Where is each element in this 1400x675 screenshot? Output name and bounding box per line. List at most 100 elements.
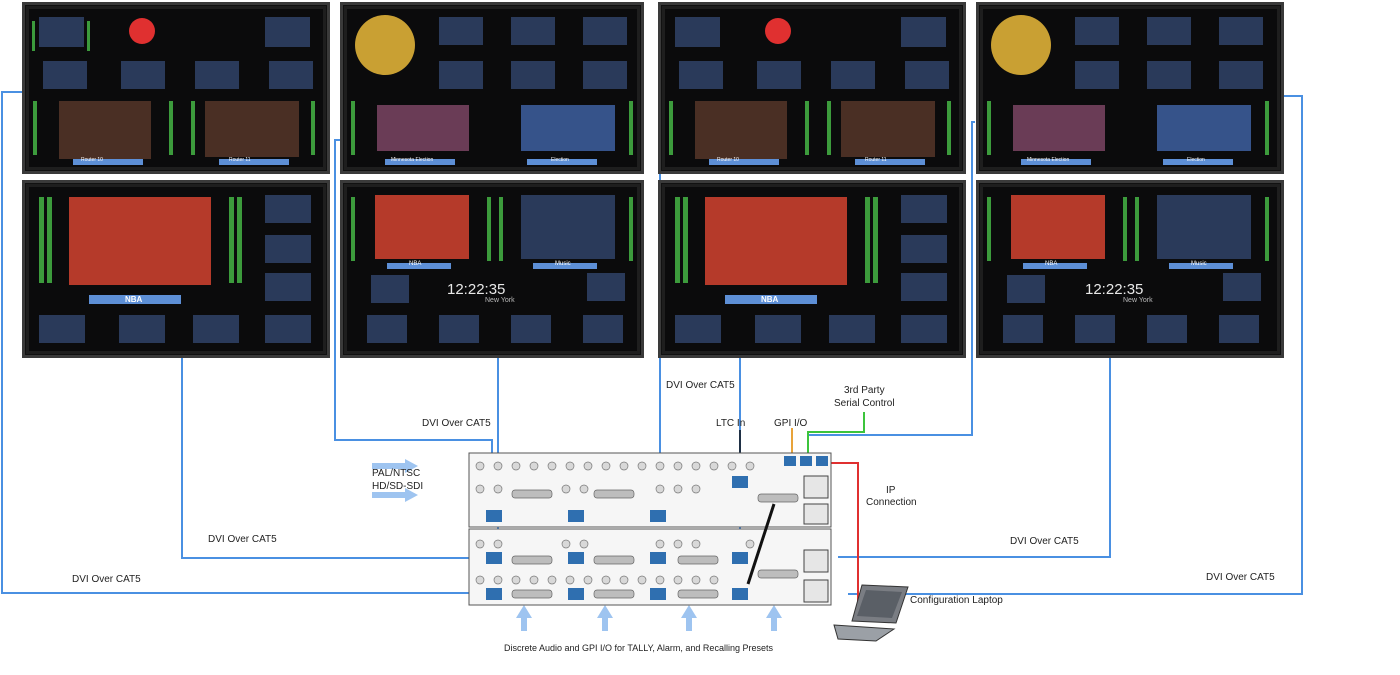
power-inlet [803, 549, 829, 573]
db-connector [593, 489, 635, 499]
db-connector [511, 555, 553, 565]
ltc-in-label: LTC In [716, 418, 746, 429]
monitor-8-tile-label-2: Music [1191, 261, 1207, 267]
ip-line1: IP [886, 485, 896, 496]
monitor-7-wall [675, 195, 947, 343]
dvi-cable-m1 [1, 91, 490, 594]
serial-cable [807, 412, 865, 456]
configuration-laptop [833, 584, 909, 642]
monitor-7-tile-label-1: NBA [761, 295, 779, 304]
db-connector [757, 569, 799, 579]
monitor-6-tile-label-1: NBA [409, 261, 422, 267]
db-connector [677, 555, 719, 565]
monitor-1-tile-label-2: Router 11 [229, 157, 251, 163]
rj45-port [568, 552, 584, 564]
rj45-port [800, 456, 812, 466]
rj45-port [568, 510, 584, 522]
monitor-1-screen: Router 10 Router 11 [29, 9, 323, 167]
dvi-cable-m5 [181, 352, 492, 559]
dvi-cable-m8 [838, 352, 1111, 558]
dvi-label-top: DVI Over CAT5 [422, 418, 491, 429]
monitor-7: NBA [658, 180, 966, 358]
monitor-6-clock: 12:22:35 [447, 281, 506, 298]
monitor-1-tile-label-1: Router 10 [81, 157, 103, 163]
db-connector [511, 589, 553, 599]
dvi-label-center: DVI Over CAT5 [666, 380, 735, 391]
dvi-cable-m4-right [848, 95, 1303, 595]
rj45-port [816, 456, 828, 466]
monitor-4: Minnesota Election Election [976, 2, 1284, 174]
laptop-display [857, 590, 902, 618]
monitor-3: Router 10 Router 11 [658, 2, 966, 174]
monitor-2-screen: Minnesota Election Election [347, 9, 637, 167]
rj45-port [486, 588, 502, 600]
monitor-5-tile-label-1: NBA [125, 295, 143, 304]
dvi-label-right: DVI Over CAT5 [1010, 536, 1079, 547]
audio-arrow-2 [597, 605, 613, 631]
rj45-port [732, 588, 748, 600]
dvi-label-bottom-right: DVI Over CAT5 [1206, 572, 1275, 583]
input-formats-line1: PAL/NTSC [372, 468, 421, 479]
input-arrow-1 [372, 459, 418, 473]
rj45-port [650, 588, 666, 600]
monitor-8: NBA Music 12:22:35 New York [976, 180, 1284, 358]
monitor-4-screen: Minnesota Election Election [983, 9, 1277, 167]
rj45-port [650, 510, 666, 522]
rj45-port [732, 476, 748, 488]
monitor-6: NBA Music 12:22:35 New York [340, 180, 644, 358]
monitor-8-clock-city: New York [1123, 297, 1153, 304]
laptop-base [833, 624, 896, 642]
power-inlet [803, 503, 829, 525]
audio-arrow-1 [516, 605, 532, 631]
monitor-3-screen: Router 10 Router 11 [665, 9, 959, 167]
db-connector [511, 489, 553, 499]
monitor-6-screen: NBA Music 12:22:35 New York [347, 187, 637, 351]
rack-chassis [468, 452, 832, 606]
monitor-4-tile-label-2: Election [1187, 157, 1205, 163]
audio-arrow-4 [766, 605, 782, 631]
monitor-1-wall [32, 17, 315, 165]
db-connector [593, 555, 635, 565]
dvi-label-left: DVI Over CAT5 [208, 534, 277, 545]
laptop-cable [746, 503, 776, 585]
rj45-port [650, 552, 666, 564]
audio-arrow-3 [681, 605, 697, 631]
db-connector [757, 493, 799, 503]
dvi-label-bottom-left: DVI Over CAT5 [72, 574, 141, 585]
monitor-8-clock: 12:22:35 [1085, 281, 1144, 298]
monitor-7-screen: NBA [665, 187, 959, 351]
monitor-3-tile-label-1: Router 10 [717, 157, 739, 163]
monitor-4-wall [987, 15, 1269, 165]
configuration-laptop-label: Configuration Laptop [910, 595, 1003, 606]
monitor-2-tile-label-2: Election [551, 157, 569, 163]
input-formats-line2: HD/SD-SDI [372, 481, 424, 492]
monitor-6-tile-label-2: Music [555, 261, 571, 267]
monitor-6-wall [351, 195, 633, 343]
monitor-2: Minnesota Election Election [340, 2, 644, 174]
rj45-port [732, 552, 748, 564]
monitor-8-screen: NBA Music 12:22:35 New York [983, 187, 1277, 351]
gpi-io-label: GPI I/O [774, 418, 808, 429]
rj45-port [486, 510, 502, 522]
monitor-2-tile-label-1: Minnesota Election [391, 157, 434, 163]
monitor-5: NBA [22, 180, 330, 358]
rj45-port [784, 456, 796, 466]
monitor-3-wall [669, 17, 951, 165]
monitor-5-screen: NBA [29, 187, 323, 351]
db-connector [677, 589, 719, 599]
monitor-1: Router 10 Router 11 [22, 2, 330, 174]
third-party-line1: 3rd Party [844, 385, 885, 396]
monitor-2-wall [351, 15, 633, 165]
monitor-8-tile-label-1: NBA [1045, 261, 1058, 267]
rj45-port [568, 588, 584, 600]
power-inlet [803, 475, 829, 499]
input-arrow-2 [372, 488, 418, 502]
power-inlet [803, 579, 829, 603]
monitor-5-wall [39, 195, 311, 343]
db-connector [593, 589, 635, 599]
ip-line2: Connection [866, 497, 917, 508]
monitor-8-wall [987, 195, 1269, 343]
rj45-port [486, 552, 502, 564]
monitor-6-clock-city: New York [485, 297, 515, 304]
